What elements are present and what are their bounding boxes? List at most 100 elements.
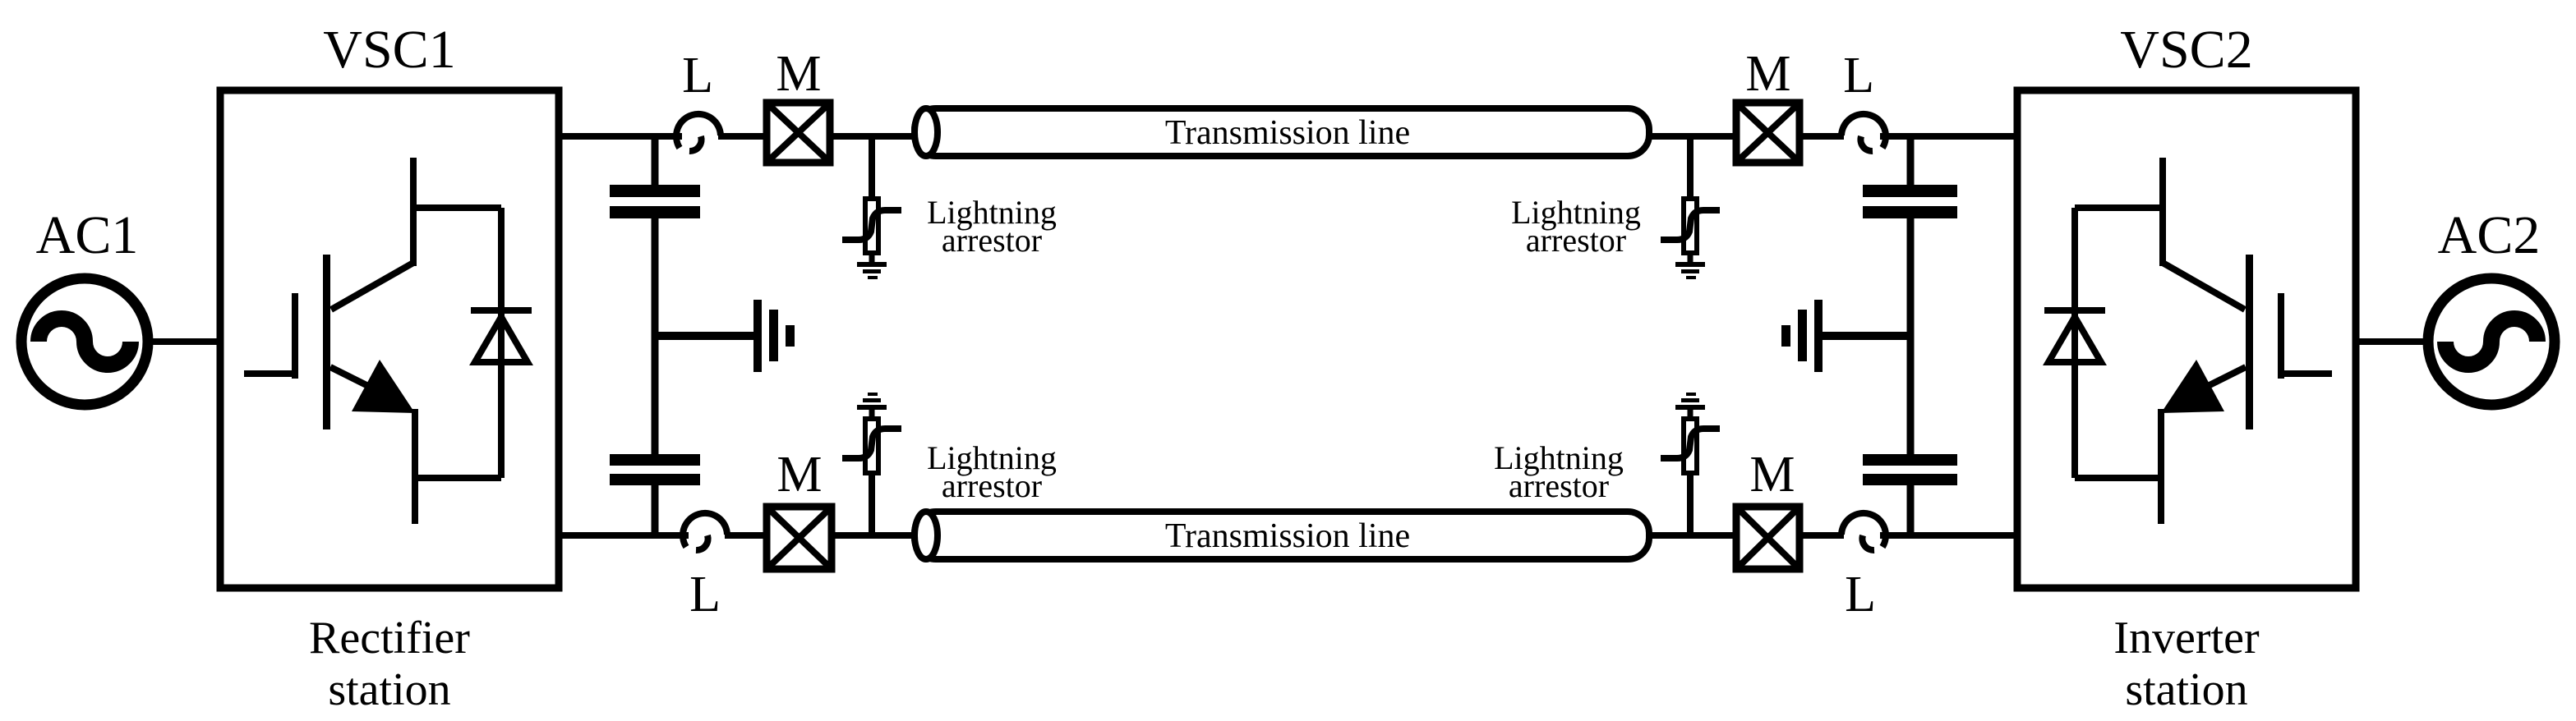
arrestor-top-left-arrow-icon	[842, 207, 901, 243]
transmission-line-top-label: Transmission line	[1165, 114, 1410, 152]
inductor-top-right-hook	[1857, 135, 1873, 154]
arrestor-bottom-left-ground-icon	[857, 393, 887, 410]
igbt2-channel-bar	[2246, 255, 2253, 429]
ac-source-1: AC1	[16, 205, 222, 411]
inductor-bottom-right-icon	[1838, 509, 1889, 553]
inverter-station-label-line1: Inverter	[2113, 613, 2260, 664]
gnd-bar-mid	[1681, 269, 1699, 273]
inductor-top-left-icon	[673, 110, 724, 154]
igbt1-gate-bar	[292, 293, 298, 379]
transmission-line-top-endcap	[911, 105, 941, 159]
capacitor-left-top-plate1	[610, 185, 700, 197]
ground-right-bar3	[1781, 325, 1790, 347]
measurement-top-right-label: M	[1745, 46, 1790, 102]
ac2-sine-icon	[2437, 310, 2546, 373]
capacitor-right-bottom-plate1	[1863, 454, 1957, 466]
ac1-sine-icon	[30, 310, 139, 373]
vsc2-box	[2013, 86, 2360, 592]
m-box-top-left	[763, 99, 834, 167]
vsc1-igbt-icon	[244, 158, 533, 524]
igbt1-channel-bar	[323, 255, 330, 429]
ground-left-bar1	[753, 300, 762, 372]
arrestor-bottom-right-ground-icon	[1675, 393, 1705, 410]
gnd-bar-small	[868, 393, 878, 396]
arrestor-top-left-ground-icon	[857, 262, 887, 279]
gnd-bar-small	[1686, 276, 1696, 279]
arrestor-top-left-label-line1: Lightning	[927, 194, 1057, 231]
vsc1-station: VSC1 Rectifier station	[216, 20, 563, 715]
transmission-line-bottom-label: Transmission line	[1165, 517, 1410, 555]
m-box-top-right	[1732, 99, 1804, 167]
ground-left-bar2	[769, 310, 778, 361]
top-pole-left: L M Lightning arrestor	[559, 46, 1057, 279]
diode1-triangle-icon	[469, 310, 533, 365]
igbt2-emitter-arrow-icon	[2161, 360, 2224, 413]
measurement-box-bottom-left-icon	[763, 503, 836, 573]
measurement-box-bottom-right-icon	[1732, 503, 1804, 573]
transmission-line-bottom-endcap	[911, 508, 941, 563]
capacitor-right-bottom-plate2	[1863, 474, 1957, 485]
m-box-bottom-right-diag2	[1737, 507, 1799, 568]
arrestor-top-right-ground-icon	[1675, 262, 1705, 279]
gnd-bar-small	[868, 276, 878, 279]
dc-filter-right	[1781, 136, 1957, 535]
capacitor-right-top-plate1	[1863, 185, 1957, 197]
arrestor-top-right-label-line1: Lightning	[1511, 194, 1641, 231]
ground-left-icon	[753, 300, 795, 372]
measurement-top-left-label: M	[776, 46, 821, 102]
transmission-line-top: Transmission line	[911, 105, 1652, 159]
inductor-top-left-label: L	[682, 48, 713, 103]
rectifier-station-label-line1: Rectifier	[309, 613, 470, 664]
diode2-cathode-bar	[2044, 307, 2105, 314]
inductor-bottom-right-label: L	[1845, 567, 1876, 622]
arrestor-bottom-left-label-line2: arrestor	[942, 467, 1042, 504]
arrestor-top-right-arrow-icon	[1661, 207, 1720, 243]
measurement-bottom-left-label: M	[776, 447, 822, 503]
vsc1-label: VSC1	[323, 20, 455, 80]
gnd-bar-small	[1686, 393, 1696, 396]
arrestor-top-right-label-line2: arrestor	[1526, 222, 1626, 259]
vsc1-box	[216, 86, 563, 592]
gnd-bar-wide	[1675, 262, 1705, 267]
arrestor-top-left-label-line2: arrestor	[942, 222, 1042, 259]
capacitor-right-top-plate2	[1863, 206, 1957, 218]
igbt1-collector-diagonal	[329, 259, 415, 313]
capacitor-left-bottom-plate1	[610, 454, 700, 466]
capacitor-left-bottom-plate2	[610, 474, 700, 485]
vsc2-igbt-icon	[2043, 158, 2332, 524]
m-box-top-left-diag2	[767, 103, 829, 162]
gnd-bar-mid	[863, 398, 881, 402]
m-box-top-right-diag2	[1737, 103, 1799, 162]
gnd-bar-mid	[1681, 398, 1699, 402]
diode2-triangle-icon	[2043, 310, 2107, 365]
igbt1-emitter-arrow-icon	[352, 360, 415, 413]
bottom-pole-left: L M Lightning arrestor	[559, 393, 1057, 622]
measurement-box-top-left-icon	[763, 99, 834, 167]
ac2-label: AC2	[2438, 205, 2541, 265]
ground-right-bar2	[1798, 310, 1807, 361]
vsc2-station: VSC2 Inverter station	[2013, 20, 2360, 715]
ac2-source-circle-icon	[2422, 273, 2560, 411]
ac1-label: AC1	[36, 205, 139, 265]
inductor-bottom-left-hook	[695, 534, 712, 553]
inductor-bottom-right-hook	[1859, 534, 1875, 553]
ac1-source-circle-icon	[16, 273, 154, 411]
igbt2-gate-bar	[2278, 293, 2284, 379]
arrestor-bottom-left-label-line1: Lightning	[927, 439, 1057, 476]
measurement-box-top-right-icon	[1732, 99, 1804, 167]
arrestor-bottom-right-label-line1: Lightning	[1494, 439, 1624, 476]
gnd-bar-mid	[863, 269, 881, 273]
inductor-bottom-left-arc	[680, 509, 730, 549]
ground-right-icon	[1781, 300, 1823, 372]
arrestor-bottom-right-label-line2: arrestor	[1509, 467, 1609, 504]
lightning-arrestor-top-right: Lightning arrestor	[1511, 136, 1720, 279]
igbt2-collector-diagonal	[2161, 259, 2247, 313]
top-pole-right: Lightning arrestor M L	[1511, 46, 2017, 279]
ground-right-bar1	[1814, 300, 1823, 372]
inductor-top-left-arc	[673, 110, 724, 150]
inductor-bottom-left-icon	[680, 509, 730, 553]
gnd-bar-wide	[1675, 405, 1705, 410]
inductor-top-right-icon	[1838, 110, 1889, 154]
inductor-top-left-hook	[689, 135, 705, 154]
